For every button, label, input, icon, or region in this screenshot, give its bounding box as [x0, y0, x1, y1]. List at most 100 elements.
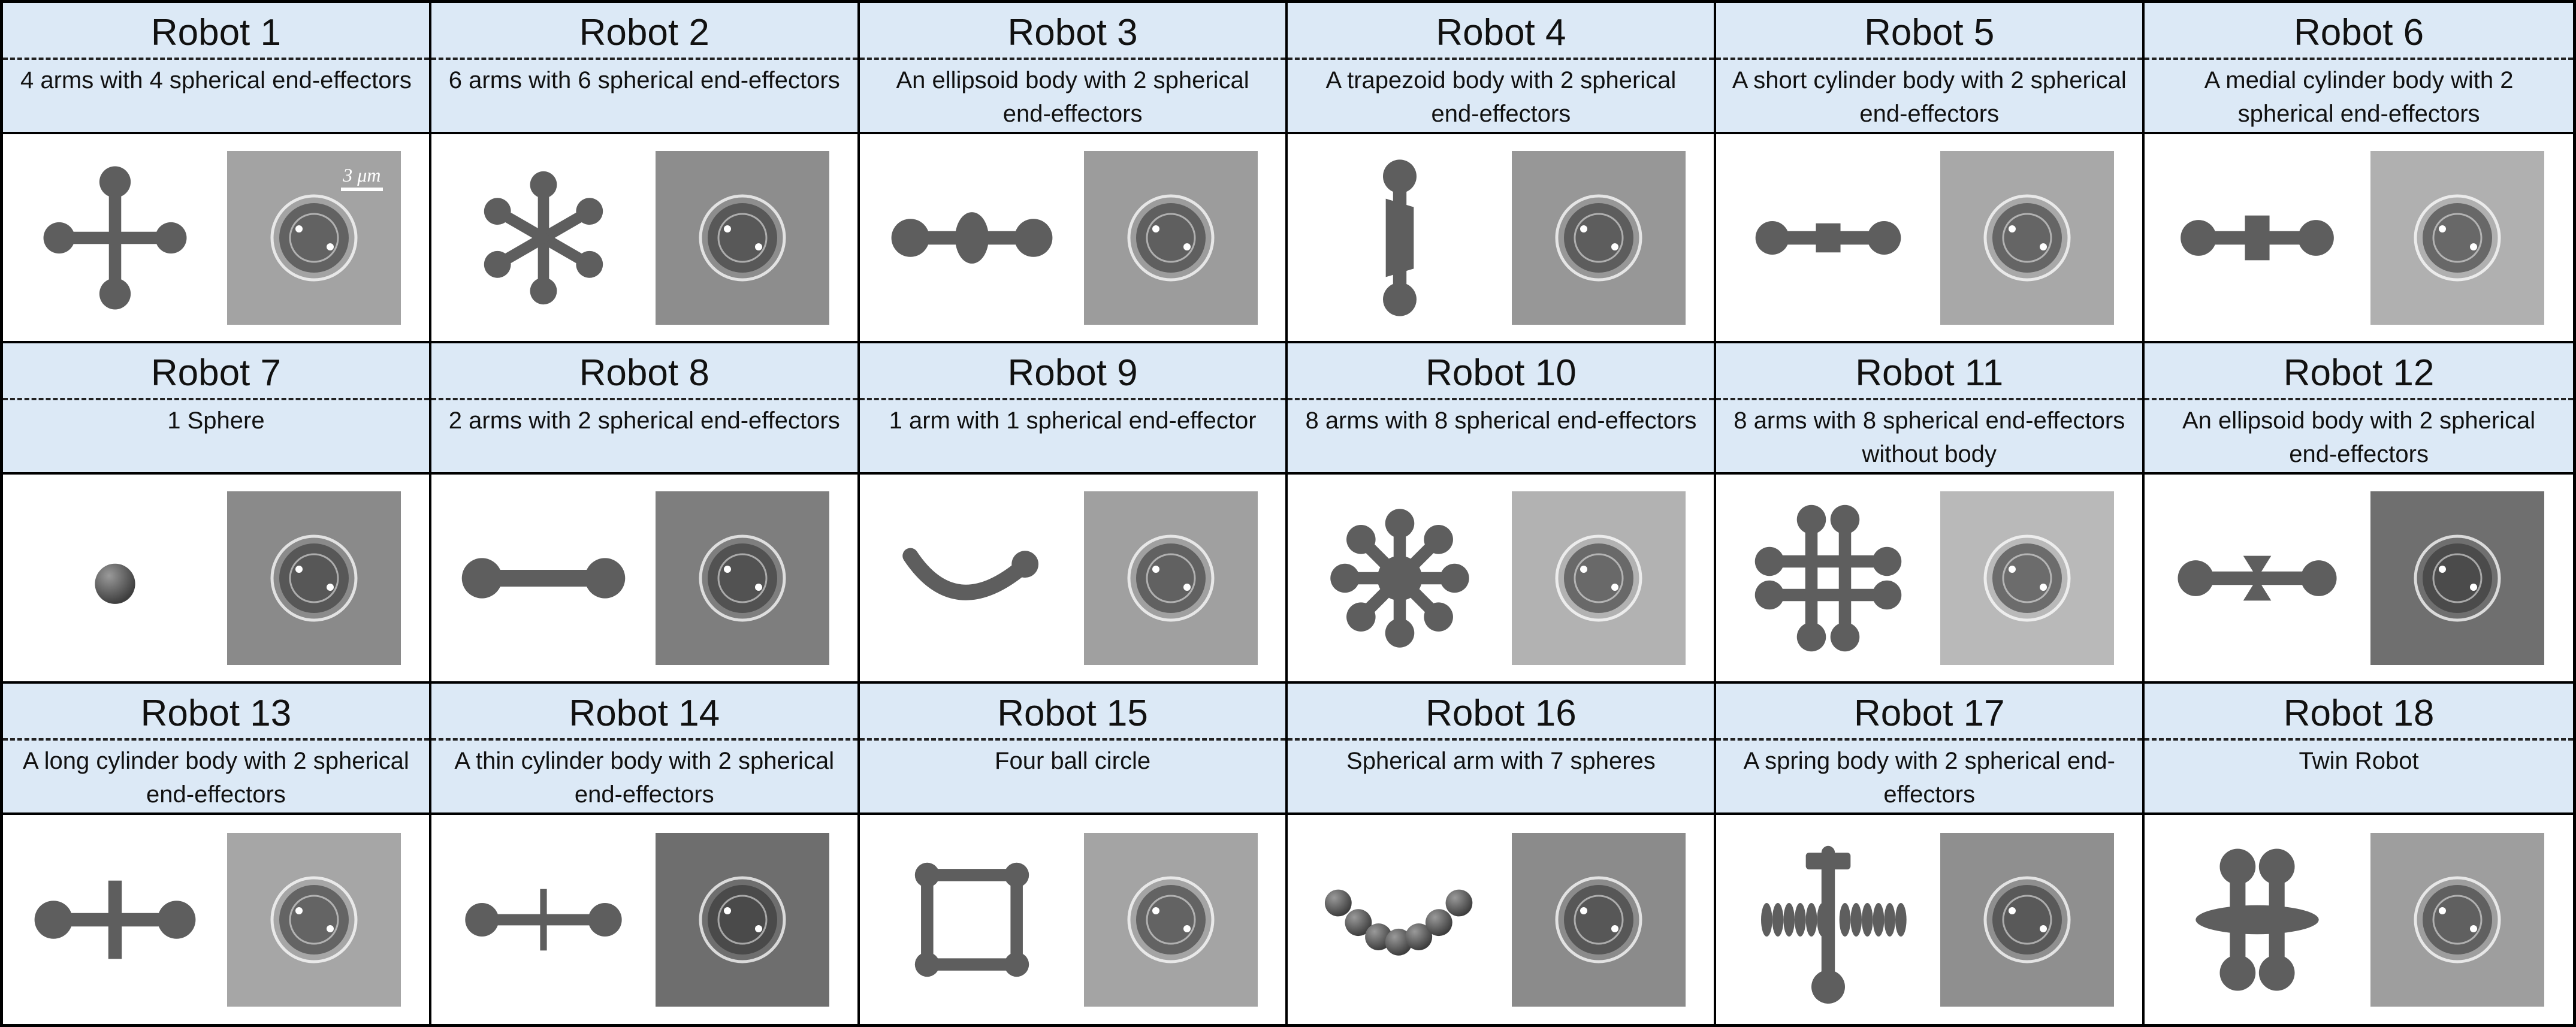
- robot-model-render: [461, 557, 626, 599]
- robot-description: Four ball circle: [995, 748, 1151, 774]
- robot-title: Robot 9: [859, 343, 1286, 400]
- robot-cell: Robot 13 A long cylinder body with 2 sph…: [3, 684, 431, 1024]
- robot-description: Twin Robot: [2299, 748, 2419, 774]
- robot-cell: Robot 11 8 arms with 8 spherical end-eff…: [1716, 343, 2145, 684]
- robot-header: Robot 1 4 arms with 4 spherical end-effe…: [3, 3, 429, 132]
- robot-model-render: [2178, 555, 2337, 600]
- microscope-image: [2370, 832, 2544, 1007]
- robot-figure: 3 μm: [3, 132, 429, 341]
- robot-model-render: [1383, 159, 1417, 316]
- robot-figure: [1288, 812, 1714, 1024]
- robot-title: Robot 16: [1288, 684, 1714, 741]
- robot-title: Robot 5: [1716, 3, 2143, 60]
- robot-title: Robot 11: [1716, 343, 2143, 400]
- microscope-image: [1083, 491, 1258, 665]
- robot-header: Robot 16 Spherical arm with 7 spheres: [1288, 684, 1714, 812]
- robot-title: Robot 15: [859, 684, 1286, 741]
- robot-description: A trapezoid body with 2 spherical end-ef…: [1325, 67, 1677, 127]
- microscope-image: [655, 150, 829, 325]
- robot-title: Robot 3: [859, 3, 1286, 60]
- robot-description: A medial cylinder body with 2 spherical …: [2204, 67, 2514, 127]
- robot-cell: Robot 15 Four ball circle: [859, 684, 1288, 1024]
- robot-description: 8 arms with 8 spherical end-effectors: [1305, 407, 1697, 434]
- robot-header: Robot 13 A long cylinder body with 2 sph…: [3, 684, 429, 812]
- robot-cell: Robot 10 8 arms with 8 spherical end-eff…: [1288, 343, 1717, 684]
- robot-figure: [2145, 472, 2573, 681]
- robot-model-render: [902, 548, 1038, 600]
- robot-description: A thin cylinder body with 2 spherical en…: [454, 748, 835, 808]
- robot-header: Robot 10 8 arms with 8 spherical end-eff…: [1288, 343, 1714, 472]
- robot-description: An ellipsoid body with 2 spherical end-e…: [2182, 407, 2536, 467]
- robot-cell: Robot 2 6 arms with 6 spherical end-effe…: [431, 3, 860, 343]
- robot-model-render: [1330, 508, 1470, 648]
- robot-title: Robot 8: [431, 343, 857, 400]
- robot-header: Robot 2 6 arms with 6 spherical end-effe…: [431, 3, 857, 132]
- robot-title: Robot 10: [1288, 343, 1714, 400]
- microscope-image: [2370, 150, 2544, 325]
- robot-model-render: [465, 889, 622, 950]
- robot-description: 1 Sphere: [167, 407, 265, 434]
- robot-title: Robot 14: [431, 684, 857, 741]
- robot-title: Robot 18: [2145, 684, 2573, 741]
- robot-title: Robot 4: [1288, 3, 1714, 60]
- robot-title: Robot 13: [3, 684, 429, 741]
- robot-header: Robot 18 Twin Robot: [2145, 684, 2573, 812]
- robot-header: Robot 8 2 arms with 2 spherical end-effe…: [431, 343, 857, 472]
- robot-cell: Robot 12 An ellipsoid body with 2 spheri…: [2145, 343, 2573, 684]
- robot-description: 8 arms with 8 spherical end-effectors wi…: [1734, 407, 2125, 467]
- robot-figure: [431, 472, 857, 681]
- robot-figure: [859, 472, 1286, 681]
- robot-model-render: [2181, 215, 2335, 260]
- robot-description: 2 arms with 2 spherical end-effectors: [448, 407, 840, 434]
- microscope-image: [1940, 491, 2115, 665]
- robot-figure: [859, 812, 1286, 1024]
- robot-figure: [3, 472, 429, 681]
- robot-model-render: [43, 166, 187, 309]
- robot-header: Robot 11 8 arms with 8 spherical end-eff…: [1716, 343, 2143, 472]
- robot-cell: Robot 5 A short cylinder body with 2 sph…: [1716, 3, 2145, 343]
- robot-description: Spherical arm with 7 spheres: [1346, 748, 1656, 774]
- microscope-image: [1083, 832, 1258, 1007]
- robot-description: 4 arms with 4 spherical end-effectors: [20, 67, 412, 93]
- robot-model-render: [1761, 845, 1907, 1004]
- robot-header: Robot 12 An ellipsoid body with 2 spheri…: [2145, 343, 2573, 472]
- robot-figure: [859, 132, 1286, 341]
- robot-figure: [1716, 132, 2143, 341]
- robot-description: A spring body with 2 spherical end-effec…: [1743, 748, 2115, 808]
- robot-figure: [431, 132, 857, 341]
- robot-cell: Robot 8 2 arms with 2 spherical end-effe…: [431, 343, 860, 684]
- robot-title: Robot 7: [3, 343, 429, 400]
- microscope-image: [227, 832, 401, 1007]
- robot-figure: [2145, 812, 2573, 1024]
- robot-model-render: [891, 212, 1052, 264]
- robot-figure: [1288, 472, 1714, 681]
- robot-cell: Robot 4 A trapezoid body with 2 spherica…: [1288, 3, 1717, 343]
- robot-header: Robot 7 1 Sphere: [3, 343, 429, 472]
- robot-description: An ellipsoid body with 2 spherical end-e…: [896, 67, 1249, 127]
- robot-cell: Robot 14 A thin cylinder body with 2 sph…: [431, 684, 860, 1024]
- robot-cell: Robot 7 1 Sphere: [3, 343, 431, 684]
- robot-figure: [2145, 132, 2573, 341]
- robot-cell: Robot 16 Spherical arm with 7 spheres: [1288, 684, 1717, 1024]
- robot-model-render: [2196, 848, 2320, 991]
- microscope-image: [227, 491, 401, 665]
- robot-figure: [1716, 472, 2143, 681]
- robot-figure: [3, 812, 429, 1024]
- robot-header: Robot 6 A medial cylinder body with 2 sp…: [2145, 3, 2573, 132]
- robot-model-render: [1754, 505, 1902, 651]
- robot-title: Robot 6: [2145, 3, 2573, 60]
- robot-description: 6 arms with 6 spherical end-effectors: [448, 67, 840, 93]
- robot-header: Robot 3 An ellipsoid body with 2 spheric…: [859, 3, 1286, 132]
- microscope-image: [1940, 832, 2115, 1007]
- robot-title: Robot 2: [431, 3, 857, 60]
- robot-header: Robot 9 1 arm with 1 spherical end-effec…: [859, 343, 1286, 472]
- robot-header: Robot 17 A spring body with 2 spherical …: [1716, 684, 2143, 812]
- robot-cell: Robot 18 Twin Robot: [2145, 684, 2573, 1024]
- robot-model-render: [1325, 889, 1473, 956]
- scale-bar: 3 μm: [340, 164, 383, 191]
- robot-model-render: [1755, 220, 1901, 255]
- robot-title: Robot 17: [1716, 684, 2143, 741]
- microscope-image: [1083, 150, 1258, 325]
- microscope-image: [1512, 491, 1686, 665]
